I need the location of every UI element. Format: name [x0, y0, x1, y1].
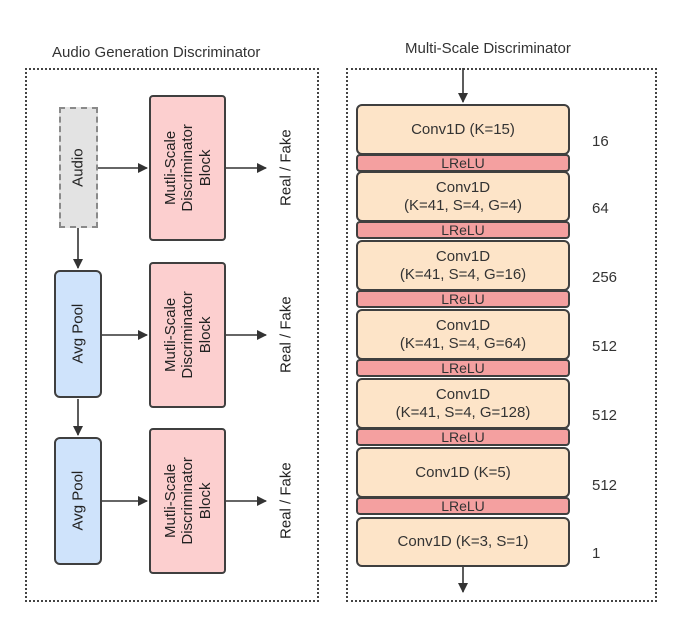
conv-layer-2: Conv1D (K=41, S=4, G=4)	[356, 171, 570, 222]
msd-block-label: Mutli-Scale Discriminator Block	[161, 291, 214, 379]
conv-layer-6: Conv1D (K=5)	[356, 447, 570, 498]
channel-count-6: 512	[592, 477, 618, 494]
conv-layer-5: Conv1D (K=41, S=4, G=128)	[356, 378, 570, 429]
channel-count-4: 512	[592, 338, 618, 355]
conv-layer-3: Conv1D (K=41, S=4, G=16)	[356, 240, 570, 291]
left-panel-title: Audio Generation Discriminator	[52, 44, 261, 61]
audio-input-box: Audio	[59, 107, 98, 228]
lrelu-layer-1: LReLU	[356, 154, 570, 172]
channel-count-7: 1	[592, 545, 601, 562]
audio-label: Audio	[69, 148, 87, 187]
output-label-1: Real / Fake	[277, 129, 295, 207]
msd-block-label: Mutli-Scale Discriminator Block	[161, 124, 214, 212]
avg-pool-box-2: Avg Pool	[54, 437, 102, 565]
lrelu-layer-4: LReLU	[356, 359, 570, 377]
channel-count-3: 256	[592, 269, 618, 286]
msd-block-1: Mutli-Scale Discriminator Block	[149, 95, 226, 241]
conv-layer-7: Conv1D (K=3, S=1)	[356, 517, 570, 567]
lrelu-layer-6: LReLU	[356, 497, 570, 515]
lrelu-layer-5: LReLU	[356, 428, 570, 446]
channel-count-1: 16	[592, 133, 609, 150]
avg-pool-box-1: Avg Pool	[54, 270, 102, 398]
avg-pool-label: Avg Pool	[69, 304, 87, 364]
avg-pool-label: Avg Pool	[69, 471, 87, 531]
lrelu-layer-3: LReLU	[356, 290, 570, 308]
msd-block-label: Mutli-Scale Discriminator Block	[161, 457, 214, 545]
msd-block-3: Mutli-Scale Discriminator Block	[149, 428, 226, 574]
channel-count-2: 64	[592, 200, 609, 217]
output-label-2: Real / Fake	[277, 296, 295, 374]
conv-layer-4: Conv1D (K=41, S=4, G=64)	[356, 309, 570, 360]
output-label-3: Real / Fake	[277, 462, 295, 540]
lrelu-layer-2: LReLU	[356, 221, 570, 239]
channel-count-5: 512	[592, 407, 618, 424]
conv-layer-1: Conv1D (K=15)	[356, 104, 570, 155]
left-panel	[25, 68, 319, 602]
right-panel	[346, 68, 657, 602]
msd-block-2: Mutli-Scale Discriminator Block	[149, 262, 226, 408]
right-panel-title: Multi-Scale Discriminator	[405, 40, 571, 57]
